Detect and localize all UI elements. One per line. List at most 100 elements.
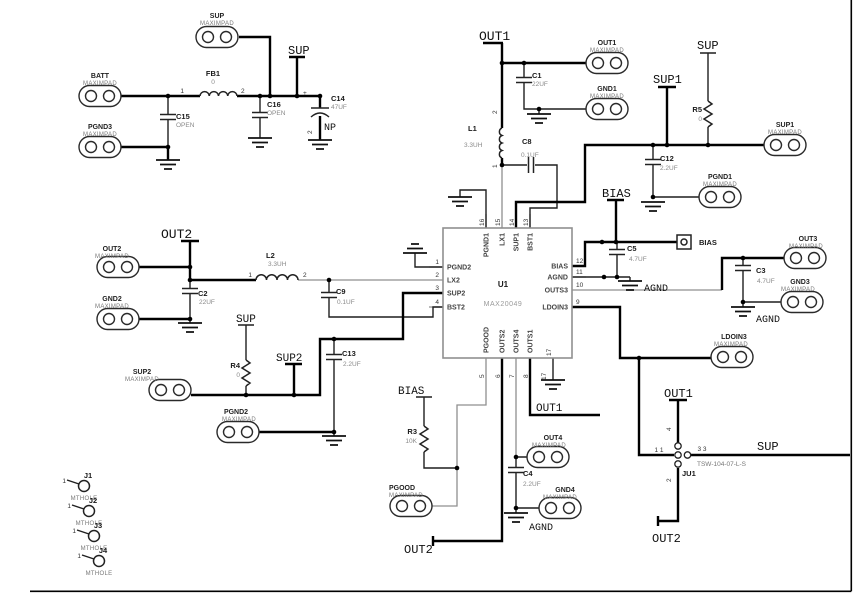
ic-pin-num: 6: [495, 374, 502, 378]
pad-label: OUT1: [598, 40, 617, 47]
testpoint-bias-circle: [680, 238, 688, 246]
ic-pin-name: PGND2: [447, 265, 471, 272]
pad-label: PGND2: [224, 409, 248, 416]
net-label-agnd: AGND: [756, 315, 780, 326]
cap-c1: [515, 76, 533, 84]
pad-sub: MAXIMPAD: [590, 48, 624, 54]
resistor-r3: [419, 425, 429, 453]
gnd-icon: [526, 113, 552, 124]
pad-label: BATT: [91, 73, 110, 80]
ref-c1: C1: [532, 71, 542, 80]
jumper-ju1: [674, 442, 692, 468]
net-label-bias: BIAS: [602, 187, 631, 201]
ic-part: MAX20049: [484, 301, 523, 308]
ic-pin-name: BIAS: [551, 264, 568, 271]
mthole-j3: [87, 529, 101, 543]
ic-ep-num: 17: [546, 348, 553, 356]
inductor-l1: [498, 127, 505, 159]
ic-pin-name: BST1: [528, 233, 535, 251]
ref-c8: C8: [522, 137, 532, 146]
ref-c12: C12: [660, 154, 674, 163]
ref-r4: R4: [230, 361, 240, 370]
net-label-sup: SUP: [757, 440, 779, 454]
ic-pin-num: 14: [509, 218, 516, 226]
pad-sup1: [763, 133, 807, 157]
pad-sup-top: [195, 25, 239, 49]
ju1-pin1: [674, 451, 682, 459]
ic-pin-name: BST2: [447, 305, 465, 312]
pad-label: GND4: [555, 487, 575, 494]
ic-ep-num: 17: [541, 372, 548, 380]
pad-gnd2: [96, 307, 140, 331]
pad-ldoin3: [710, 345, 754, 369]
val-c5: 4.7UF: [629, 256, 647, 263]
ic-ref: U1: [498, 280, 509, 289]
val-c8: 0.1UF: [521, 152, 539, 159]
net-label-sup: SUP: [288, 44, 310, 58]
ic-pin-num: 15: [495, 218, 502, 226]
val-c16: OPEN: [267, 110, 286, 117]
cap-c4: [507, 466, 525, 474]
j2-type: MTHOLE: [76, 521, 103, 527]
ic-pin-num: 2: [435, 272, 439, 279]
c14-np: NP: [324, 123, 336, 134]
val-c13: 2.2UF: [343, 361, 361, 368]
val-r4: 0: [236, 372, 240, 379]
resistor-r5: [703, 100, 713, 128]
pad-gnd3: [780, 290, 824, 314]
pad-label: GND3: [790, 279, 810, 286]
l1-pin2: 2: [492, 110, 499, 114]
net-label-out2: OUT2: [652, 532, 681, 546]
ju1-pin4: [674, 442, 682, 450]
mthole-j2: [82, 504, 96, 518]
ref-c15: C15: [176, 112, 190, 121]
cap-c12: [644, 158, 662, 166]
pad-sub: MAXIMPAD: [532, 443, 566, 449]
j4-ref: J4: [99, 546, 108, 555]
j3-type: MTHOLE: [81, 546, 108, 552]
net-label-out1: OUT1: [536, 403, 563, 415]
net-labels: SUP OUT1 SUP SUP1 BIAS OUT2 SUP SUP2 BIA…: [161, 29, 780, 557]
ic-pin-num: 11: [576, 269, 583, 276]
val-l2: 3.3UH: [268, 261, 287, 268]
pad-label: GND2: [102, 296, 122, 303]
pad-label: SUP: [210, 13, 225, 20]
pad-gnd1: [585, 97, 629, 121]
ic-pin-name: LX1: [500, 233, 507, 246]
cap-c15: [159, 113, 177, 121]
ic-pin-name: PGND1: [484, 233, 491, 257]
gnd-icon: [321, 435, 347, 446]
pad-sub: MAXIMPAD: [200, 21, 234, 27]
ic-body: [442, 227, 573, 359]
ic-pin-name: OUTS4: [514, 330, 521, 353]
gnd-icon: [177, 322, 203, 333]
ju1-pin2: [674, 460, 682, 468]
net-label-sup2: SUP2: [276, 353, 302, 365]
val-c4: 2.2UF: [523, 481, 541, 488]
val-c15: OPEN: [176, 122, 195, 129]
val-c3: 4.7UF: [757, 278, 775, 285]
net-label-out1: OUT1: [664, 387, 693, 401]
pad-pgnd3: [78, 135, 122, 159]
ju1-ref: JU1: [682, 469, 696, 478]
pad-pgnd2: [216, 420, 260, 444]
pad-label: PGOOD: [389, 485, 415, 492]
j1-ref: J1: [84, 471, 92, 480]
ic-pin-num: 8: [523, 374, 530, 378]
gnd-icon: [617, 280, 643, 291]
pad-labels: SUP MAXIMPAD BATT MAXIMPAD PGND3 MAXIMPA…: [83, 13, 823, 501]
pad-sub: MAXIMPAD: [222, 417, 256, 423]
ref-l2: L2: [266, 251, 275, 260]
ref-c2: C2: [198, 289, 208, 298]
ic-pin-name: LDOIN3: [542, 305, 568, 312]
net-label-sup: SUP: [236, 314, 256, 326]
ref-fb1: FB1: [206, 69, 220, 78]
ju1-pin-right-label: 3 3: [697, 446, 706, 453]
ic-pin-num: 1: [435, 259, 439, 266]
pad-sub: MAXIMPAD: [95, 304, 129, 310]
mthole-j4: [92, 554, 106, 568]
ic-u1: U1 MAX20049 PGND1 LX1 SUP1 BST1 16 15 14…: [435, 218, 583, 380]
ic-pin-name: SUP1: [514, 233, 521, 251]
gnd-icon: [503, 512, 529, 523]
